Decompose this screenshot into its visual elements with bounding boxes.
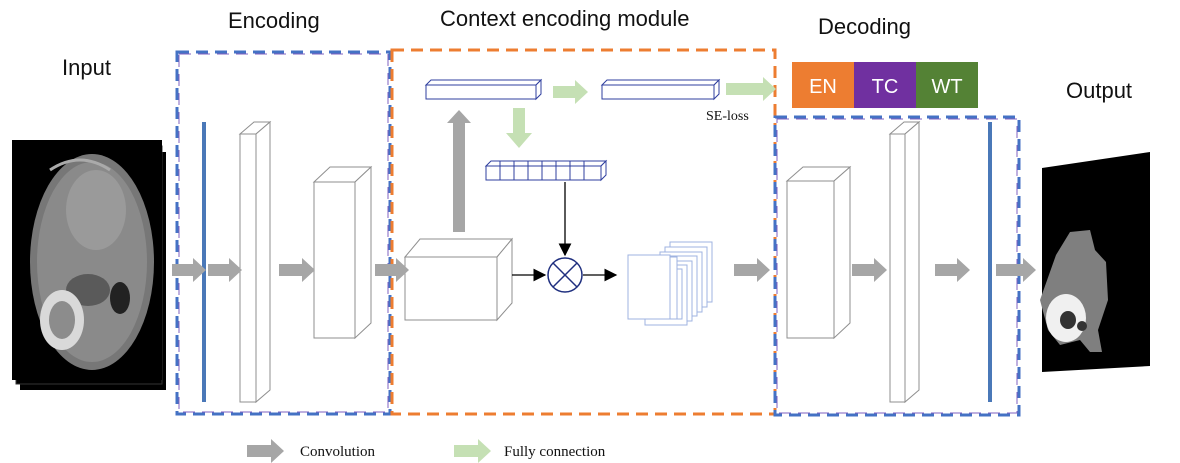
conv-arrow-enc-2: [279, 258, 315, 282]
input-label: Input: [62, 55, 111, 80]
fully-connection-arrows: [506, 77, 776, 148]
badge-tc: [854, 62, 916, 108]
encoder-block-1: [238, 120, 272, 404]
decoding-dashed-box: [773, 115, 1021, 417]
conv-arrow-up: [447, 110, 471, 232]
output-segmentation-image: [1040, 152, 1150, 372]
input-mri-image: [12, 140, 166, 390]
conv-arrow-dec-2: [935, 258, 970, 282]
conv-arrow-input: [172, 258, 206, 282]
badge-en: [792, 62, 854, 108]
conv-arrow-enc-1: [208, 258, 242, 282]
badge-tc-label: TC: [872, 76, 899, 98]
decoder-block-2: [888, 120, 921, 404]
badge-wt-label: WT: [931, 76, 962, 98]
decoding-label: Decoding: [818, 14, 911, 39]
conv-arrow-dec-1: [852, 258, 887, 282]
conv-arrow-to-context: [375, 258, 409, 282]
fc-arrow-right: [553, 80, 588, 104]
badge-en-label: EN: [809, 76, 837, 98]
conv-arrow-to-decoder: [734, 258, 770, 282]
encoding-inner-dash: [178, 53, 389, 413]
convolution-arrows: [172, 110, 1036, 282]
channel-weights-vector: [484, 159, 608, 182]
encoding-dashed-box: [175, 50, 392, 416]
scaled-feature-maps: [627, 241, 713, 326]
encoder-feature-bar: [202, 122, 206, 402]
context-dashed-box: [390, 48, 777, 416]
legend-fc-label: Fully connection: [504, 444, 606, 460]
legend-convolution-arrow: [247, 439, 284, 463]
decoder-feature-bar: [988, 122, 992, 402]
context-encoded-vector: [424, 78, 543, 101]
legend: Convolution Fully connection: [247, 439, 606, 463]
badge-wt: [916, 62, 978, 108]
context-large-block: [403, 237, 514, 322]
conv-arrow-to-output: [996, 258, 1036, 282]
context-module-label: Context encoding module: [440, 6, 690, 31]
fc-arrow-to-badges: [726, 77, 776, 101]
encoder-block-2: [312, 165, 373, 340]
legend-convolution-label: Convolution: [300, 444, 376, 460]
fc-arrow-down: [506, 108, 532, 148]
se-loss-vector: [600, 78, 721, 101]
legend-fc-arrow: [454, 439, 491, 463]
multiply-operator: [547, 257, 583, 293]
decoder-block-1: [785, 165, 852, 340]
encoding-label: Encoding: [228, 8, 320, 33]
se-loss-label: SE-loss: [706, 109, 749, 124]
output-label: Output: [1066, 78, 1132, 103]
output-badges: EN TC WT: [792, 62, 978, 108]
